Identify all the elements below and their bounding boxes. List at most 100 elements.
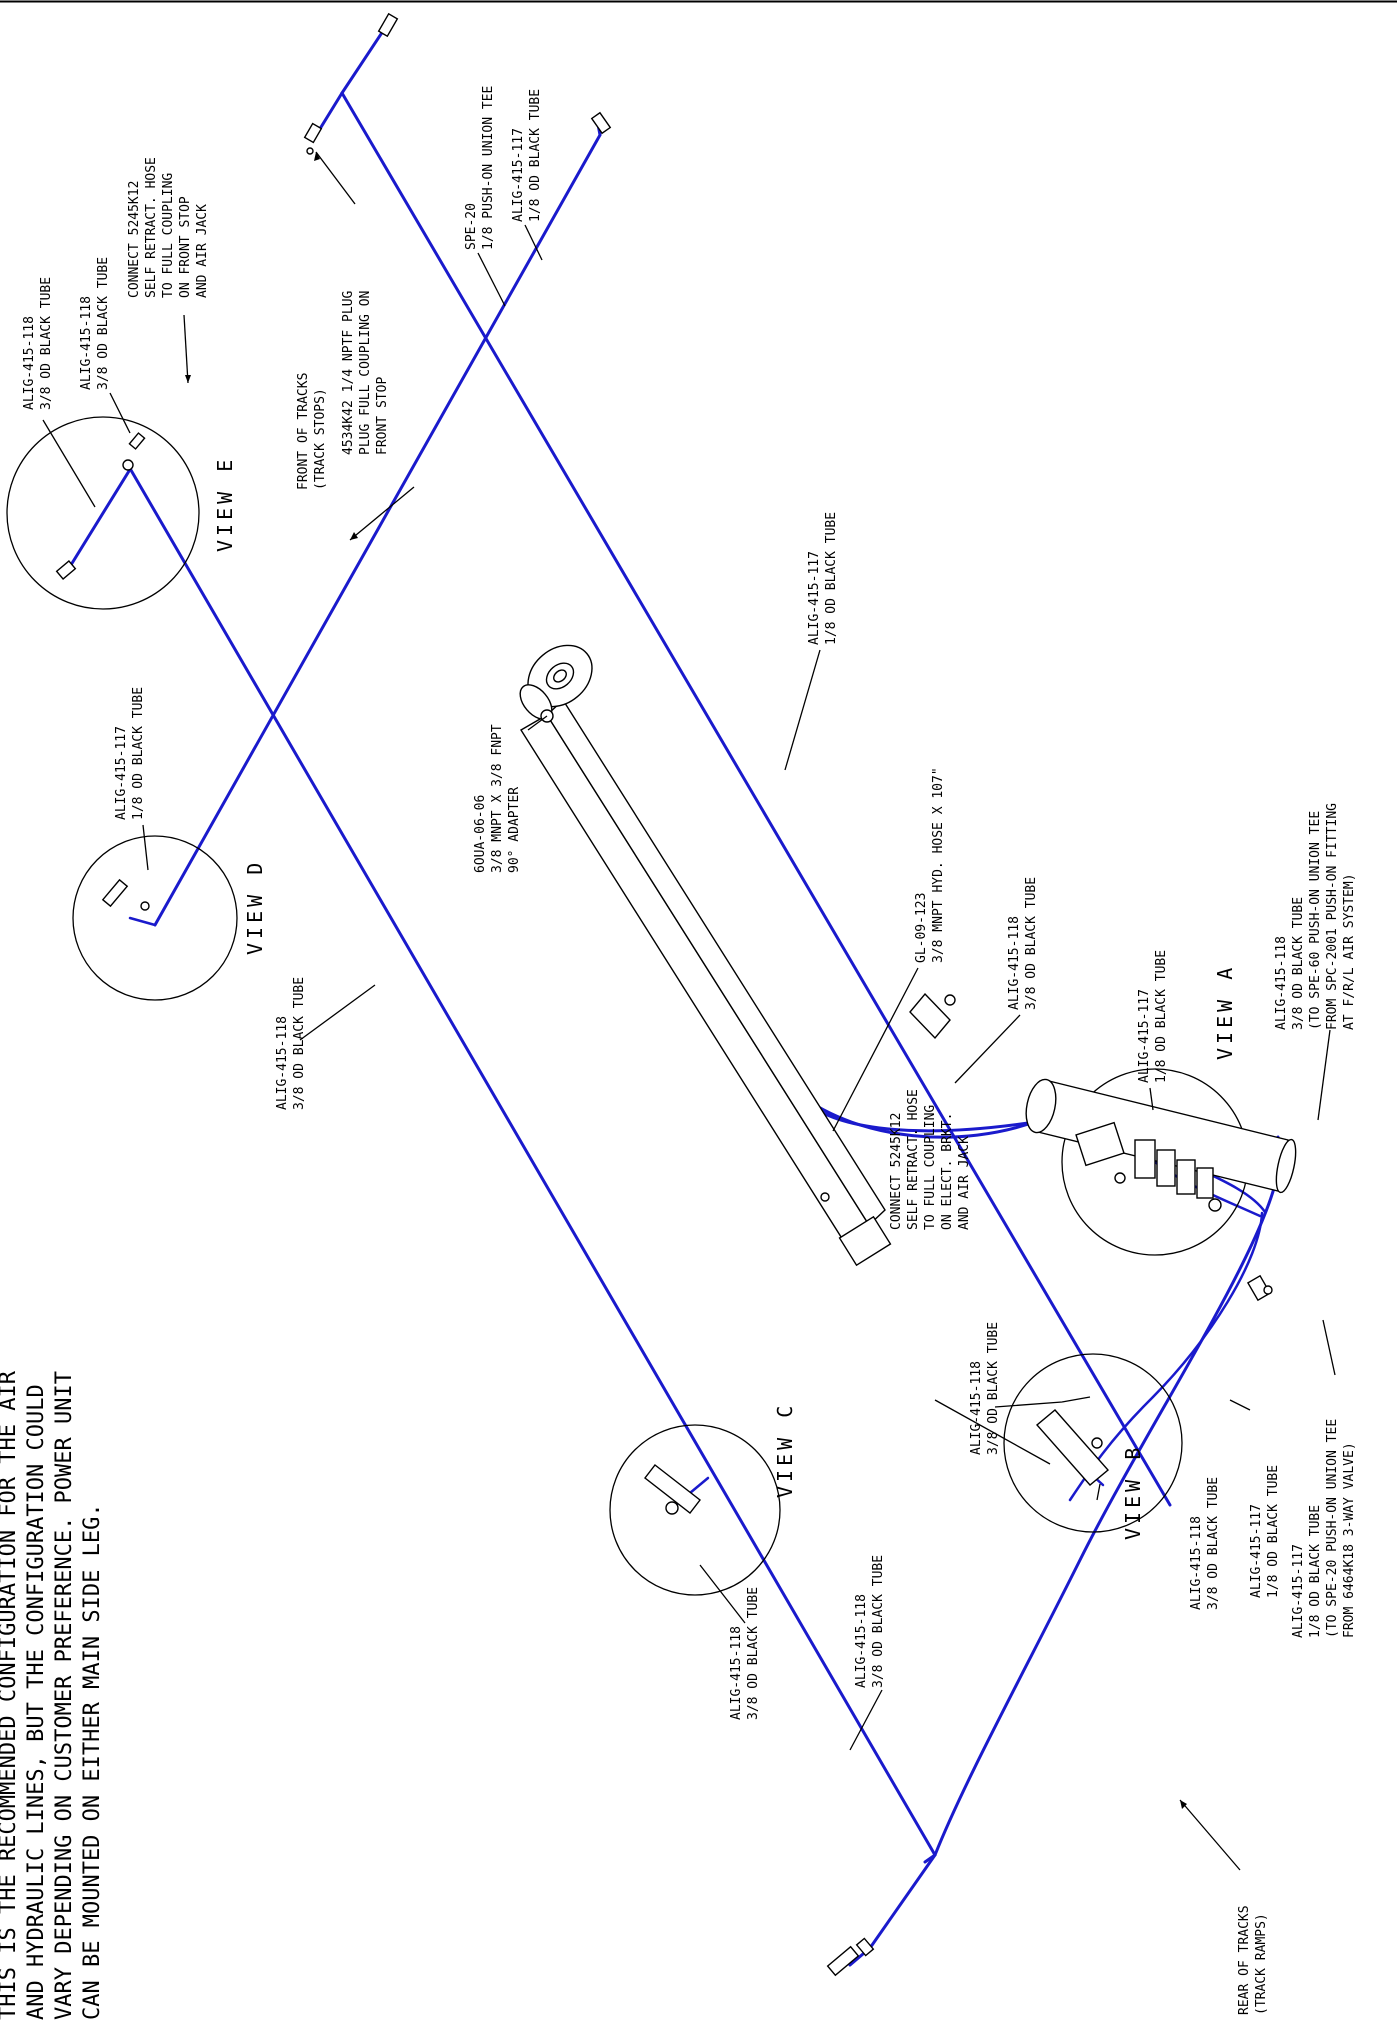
view-titles: VIEW E VIEW D VIEW C VIEW A VIEW B	[213, 456, 1237, 1540]
svg-text:AT F/R/L AIR SYSTEM): AT F/R/L AIR SYSTEM)	[1342, 873, 1357, 1030]
svg-text:ALIG-415-118: ALIG-415-118	[1274, 936, 1289, 1030]
arrowheads	[185, 152, 1187, 1809]
svg-text:ALIG-415-118: ALIG-415-118	[1189, 1516, 1204, 1610]
callout-117-right: ALIG-415-117 1/8 OD BLACK TUBE	[807, 512, 839, 645]
viewc-bracket	[644, 1464, 701, 1515]
svg-text:ALIG-415-117: ALIG-415-117	[1137, 989, 1152, 1083]
tube-main-a	[126, 463, 937, 1857]
callout-plug: 4534K42 1/4 NPTF PLUG PLUG FULL COUPLING…	[341, 290, 390, 455]
tube-main-b	[340, 91, 1172, 1507]
svg-text:3/8 OD BLACK TUBE: 3/8 OD BLACK TUBE	[1291, 897, 1306, 1030]
svg-text:(TO SPE-20 PUSH-ON UNION TEE: (TO SPE-20 PUSH-ON UNION TEE	[1325, 1419, 1340, 1638]
rail-beam	[520, 698, 892, 1267]
general-note: THIS IS THE RECOMMENDED CONFIGURATION FO…	[0, 1370, 105, 2020]
svg-text:ALIG-415-117: ALIG-415-117	[511, 128, 526, 222]
view-d-circle	[72, 835, 238, 1001]
svg-text:1/8 OD BLACK TUBE: 1/8 OD BLACK TUBE	[528, 89, 543, 222]
svg-text:3/8 MNPT X 3/8 FNPT: 3/8 MNPT X 3/8 FNPT	[490, 724, 505, 873]
callout-adapter: 6OUA-06-06 3/8 MNPT X 3/8 FNPT 90° ADAPT…	[473, 724, 522, 873]
view-d-title: VIEW D	[243, 859, 267, 955]
svg-text:FROM SPC-2001 PUSH-ON FITTING: FROM SPC-2001 PUSH-ON FITTING	[1325, 803, 1340, 1030]
svg-text:AND AIR JACK: AND AIR JACK	[195, 204, 210, 298]
bottom-fitting	[826, 1937, 875, 1977]
svg-text:(TRACK STOPS): (TRACK STOPS)	[313, 388, 328, 490]
svg-text:3/8 OD BLACK TUBE: 3/8 OD BLACK TUBE	[746, 1587, 761, 1720]
callout-rear-tracks: REAR OF TRACKS (TRACK RAMPS)	[1237, 1905, 1269, 2015]
note-line-3: VARY DEPENDING ON CUSTOMER PREFERENCE. P…	[52, 1371, 77, 2020]
svg-text:3/8 OD BLACK TUBE: 3/8 OD BLACK TUBE	[39, 277, 54, 410]
callout-117-viewb: ALIG-415-117 1/8 OD BLACK TUBE	[1249, 1465, 1281, 1598]
svg-text:SPE-20: SPE-20	[464, 203, 479, 250]
svg-text:ALIG-415-117: ALIG-415-117	[807, 551, 822, 645]
svg-text:1/8 PUSH-ON UNION TEE: 1/8 PUSH-ON UNION TEE	[481, 86, 496, 250]
svg-text:1/8 OD BLACK TUBE: 1/8 OD BLACK TUBE	[1266, 1465, 1281, 1598]
callout-117-valve: ALIG-415-117 1/8 OD BLACK TUBE (TO SPE-2…	[1291, 1419, 1357, 1638]
tube-top-head	[340, 23, 389, 95]
callout-117-top: ALIG-415-117 1/8 OD BLACK TUBE	[511, 89, 543, 222]
svg-text:3/8 OD BLACK TUBE: 3/8 OD BLACK TUBE	[292, 977, 307, 1110]
callout-front-tracks: FRONT OF TRACKS (TRACK STOPS)	[296, 373, 328, 490]
svg-text:FRONT OF TRACKS: FRONT OF TRACKS	[296, 373, 311, 490]
svg-text:3/8 OD BLACK TUBE: 3/8 OD BLACK TUBE	[96, 257, 111, 390]
view-e-circle	[6, 416, 200, 610]
svg-text:CONNECT 5245K12: CONNECT 5245K12	[889, 1113, 904, 1230]
callout-tee-top: SPE-20 1/8 PUSH-ON UNION TEE	[464, 86, 496, 250]
svg-text:6OUA-06-06: 6OUA-06-06	[473, 795, 488, 873]
tube-return	[933, 1135, 1282, 1857]
tube-viewa-3	[1068, 1211, 1264, 1502]
callout-118-spe60: ALIG-415-118 3/8 OD BLACK TUBE (TO SPE-6…	[1274, 803, 1357, 1030]
svg-text:ALIG-415-118: ALIG-415-118	[1007, 916, 1022, 1010]
svg-text:ALIG-415-118: ALIG-415-118	[275, 1016, 290, 1110]
note-line-1: THIS IS THE RECOMMENDED CONFIGURATION FO…	[0, 1370, 21, 2020]
viewb-bracket	[1035, 1409, 1110, 1486]
callout-117-viewd: ALIG-415-117 1/8 OD BLACK TUBE	[114, 687, 146, 820]
callout-hyd-hose: GL-09-123 3/8 MNPT HYD. HOSE X 107"	[914, 767, 946, 963]
svg-text:1/8 OD BLACK TUBE: 1/8 OD BLACK TUBE	[131, 687, 146, 820]
callout-118-left: ALIG-415-118 3/8 OD BLACK TUBE	[275, 977, 307, 1110]
svg-text:TO FULL COUPLING: TO FULL COUPLING	[161, 173, 176, 298]
tube-bottom-stub	[923, 1853, 937, 1864]
view-b-title: VIEW B	[1121, 1444, 1145, 1540]
three-way-valve	[1246, 1274, 1273, 1302]
tube-routing	[64, 23, 1282, 1967]
callout-connect-elec: CONNECT 5245K12 SELF RETRACT. HOSE TO FU…	[889, 1089, 972, 1230]
svg-text:ALIG-415-118: ALIG-415-118	[969, 1361, 984, 1455]
svg-text:GL-09-123: GL-09-123	[914, 893, 929, 963]
svg-text:AND AIR JACK: AND AIR JACK	[957, 1136, 972, 1230]
callout-118-bottom: ALIG-415-118 3/8 OD BLACK TUBE	[854, 1555, 886, 1688]
callout-e-118b: ALIG-415-118 3/8 OD BLACK TUBE	[79, 257, 111, 390]
svg-text:3/8 MNPT HYD. HOSE X 107": 3/8 MNPT HYD. HOSE X 107"	[931, 767, 946, 963]
svg-text:(TRACK RAMPS): (TRACK RAMPS)	[1254, 1913, 1269, 2015]
svg-text:3/8 OD BLACK TUBE: 3/8 OD BLACK TUBE	[1024, 877, 1039, 1010]
view-b-circle	[1003, 1353, 1183, 1533]
svg-text:3/8 OD BLACK TUBE: 3/8 OD BLACK TUBE	[871, 1555, 886, 1688]
svg-text:PLUG FULL COUPLING ON: PLUG FULL COUPLING ON	[358, 291, 373, 455]
viewd-fitting	[101, 878, 150, 911]
svg-text:1/8 OD BLACK TUBE: 1/8 OD BLACK TUBE	[1154, 950, 1169, 1083]
tube-cross-d	[153, 133, 602, 927]
callout-118-viewb: ALIG-415-118 3/8 OD BLACK TUBE	[969, 1322, 1001, 1455]
note-line-4: CAN BE MOUNTED ON EITHER MAIN SIDE LEG.	[80, 1503, 105, 2020]
svg-text:3/8 OD BLACK TUBE: 3/8 OD BLACK TUBE	[986, 1322, 1001, 1455]
power-unit	[1025, 1078, 1297, 1212]
elec-bracket	[909, 992, 956, 1040]
svg-text:ALIG-415-117: ALIG-415-117	[1291, 1544, 1306, 1638]
svg-text:CONNECT 5245K12: CONNECT 5245K12	[127, 181, 142, 298]
svg-text:ALIG-415-118: ALIG-415-118	[79, 296, 94, 390]
svg-text:FRONT STOP: FRONT STOP	[375, 377, 390, 455]
svg-text:SELF RETRACT. HOSE: SELF RETRACT. HOSE	[144, 157, 159, 298]
svg-text:FROM 6464K18 3-WAY VALVE): FROM 6464K18 3-WAY VALVE)	[1342, 1442, 1357, 1638]
svg-text:ALIG-415-118: ALIG-415-118	[729, 1626, 744, 1720]
view-e-title: VIEW E	[213, 456, 237, 552]
svg-text:SELF RETRACT. HOSE: SELF RETRACT. HOSE	[906, 1089, 921, 1230]
svg-text:ALIG-415-117: ALIG-415-117	[1249, 1504, 1264, 1598]
tube-top-tail	[316, 91, 344, 134]
callout-118-viewb2: ALIG-415-118 3/8 OD BLACK TUBE	[1189, 1477, 1221, 1610]
svg-text:ON ELECT. BRKT.: ON ELECT. BRKT.	[940, 1113, 955, 1230]
svg-text:(TO SPE-60 PUSH-ON UNION TEE: (TO SPE-60 PUSH-ON UNION TEE	[1308, 811, 1323, 1030]
svg-text:TO FULL COUPLING: TO FULL COUPLING	[923, 1105, 938, 1230]
svg-text:ALIG-415-117: ALIG-415-117	[114, 726, 129, 820]
svg-text:ALIG-415-118: ALIG-415-118	[854, 1594, 869, 1688]
viewe-fittings	[55, 432, 146, 580]
